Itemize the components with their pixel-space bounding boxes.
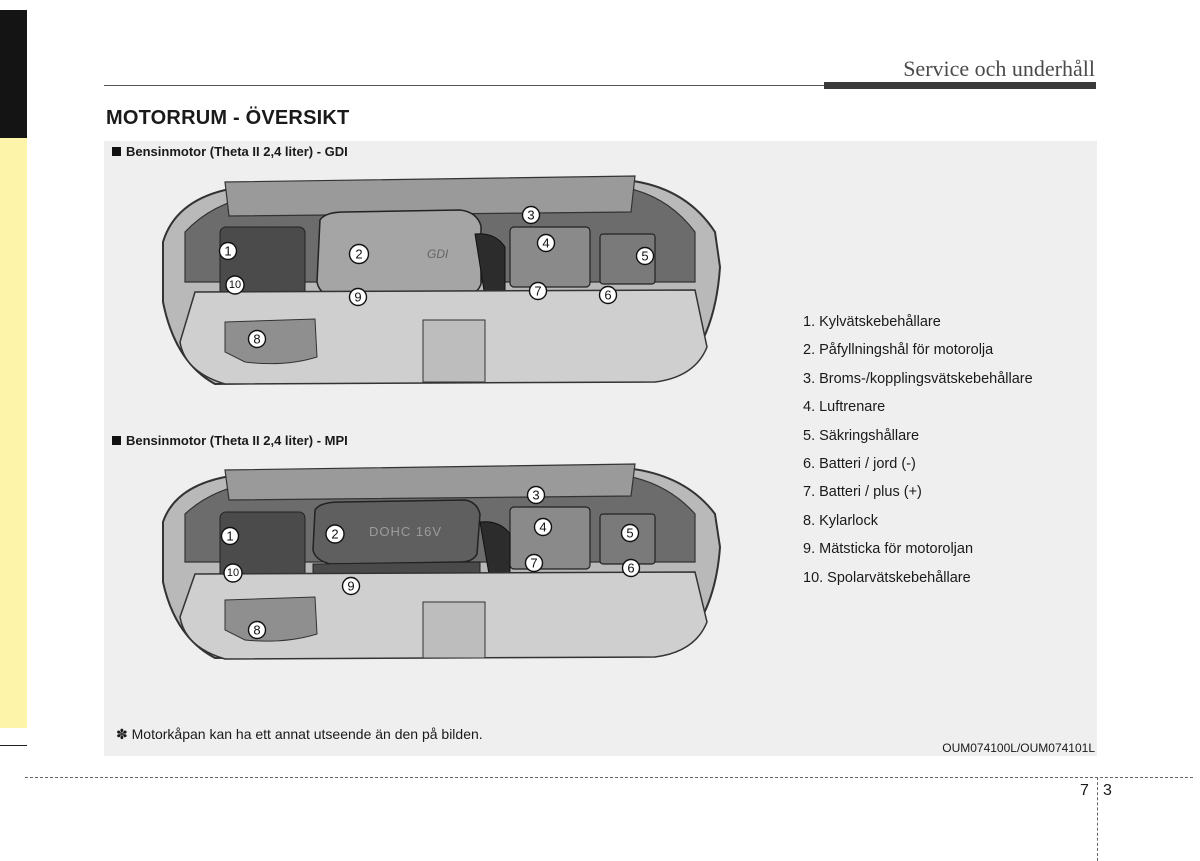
svg-text:5: 5 <box>641 249 648 264</box>
callout-8: 8 <box>247 620 267 640</box>
svg-text:8: 8 <box>253 623 260 638</box>
chapter-color-strip <box>0 138 27 728</box>
callout-6: 6 <box>598 285 618 305</box>
svg-text:4: 4 <box>542 236 549 251</box>
page-title: MOTORRUM - ÖVERSIKT <box>106 107 350 129</box>
header-rule-thick <box>824 82 1096 89</box>
callout-8: 8 <box>247 329 267 349</box>
svg-text:10: 10 <box>229 279 241 291</box>
svg-text:8: 8 <box>253 332 260 347</box>
figure-label-mpi: Bensinmotor (Theta II 2,4 liter) - MPI <box>112 433 348 448</box>
callout-5: 5 <box>635 246 655 266</box>
footnote: ✽ Motorkåpan kan ha ett annat utseende ä… <box>116 726 483 742</box>
component-legend: 1. Kylvätskebehållare 2. Påfyllningshål … <box>803 312 1033 596</box>
callout-1: 1 <box>220 526 240 546</box>
callout-9: 9 <box>348 287 368 307</box>
callout-3: 3 <box>526 485 546 505</box>
footer-dashed-rule <box>25 777 1193 778</box>
callout-10: 10 <box>225 275 245 295</box>
legend-item: 1. Kylvätskebehållare <box>803 314 941 330</box>
callout-7: 7 <box>528 281 548 301</box>
callout-7: 7 <box>524 553 544 573</box>
callout-4: 4 <box>536 233 556 253</box>
svg-text:7: 7 <box>530 556 537 571</box>
svg-text:10: 10 <box>227 567 239 579</box>
section-title: Service och underhåll <box>903 56 1095 81</box>
callout-2: 2 <box>325 524 345 544</box>
svg-text:1: 1 <box>224 244 231 259</box>
svg-text:6: 6 <box>627 561 634 576</box>
callout-6: 6 <box>621 558 641 578</box>
bullet-square-icon <box>112 147 121 156</box>
callout-2: 2 <box>348 243 370 265</box>
legend-item: 3. Broms-/kopplingsvätskebehållare <box>803 370 1033 387</box>
figure-label-gdi: Bensinmotor (Theta II 2,4 liter) - GDI <box>112 144 348 159</box>
callout-9: 9 <box>341 576 361 596</box>
svg-text:6: 6 <box>604 288 611 303</box>
callout-4: 4 <box>533 517 553 537</box>
svg-text:9: 9 <box>347 579 354 594</box>
svg-text:3: 3 <box>532 488 539 503</box>
svg-text:9: 9 <box>354 290 361 305</box>
page-number: 3 <box>1103 782 1112 799</box>
margin-rule <box>0 745 27 746</box>
legend-item: 9. Mätsticka för motoroljan <box>803 541 974 558</box>
chapter-tab-marker <box>0 10 27 138</box>
svg-text:5: 5 <box>626 526 633 541</box>
svg-text:4: 4 <box>539 520 546 535</box>
legend-item: 2. Påfyllningshål för motorolja <box>803 342 994 359</box>
callout-1: 1 <box>218 241 238 261</box>
image-code: OUM074100L/OUM074101L <box>942 741 1095 755</box>
header-rule <box>104 85 824 86</box>
chapter-number: 7 <box>1080 782 1089 799</box>
legend-item: 10. Spolarvätskebehållare <box>803 569 971 586</box>
svg-text:2: 2 <box>355 247 362 262</box>
callout-10: 10 <box>223 563 243 583</box>
footer-dashed-divider <box>1097 777 1098 861</box>
engine-bay-illustration-gdi: GDI 1 2 3 4 5 6 7 8 9 10 <box>162 175 722 386</box>
legend-item: 6. Batteri / jord (-) <box>803 455 916 472</box>
legend-item: 7. Batteri / plus (+) <box>803 484 922 501</box>
legend-item: 8. Kylarlock <box>803 512 878 529</box>
bullet-square-icon <box>112 436 121 445</box>
engine-bay-illustration-mpi: DOHC 16V 1 2 3 4 5 6 7 8 9 10 <box>162 463 722 660</box>
engine-cover-badge: GDI <box>427 247 449 261</box>
legend-item: 4. Luftrenare <box>803 399 886 416</box>
svg-text:7: 7 <box>534 284 541 299</box>
callout-5: 5 <box>620 523 640 543</box>
svg-text:3: 3 <box>527 208 534 223</box>
callout-3: 3 <box>521 205 541 225</box>
svg-text:2: 2 <box>331 527 338 542</box>
legend-item: 5. Säkringshållare <box>803 427 920 444</box>
svg-text:1: 1 <box>226 529 233 544</box>
engine-cover-badge: DOHC 16V <box>369 524 442 539</box>
